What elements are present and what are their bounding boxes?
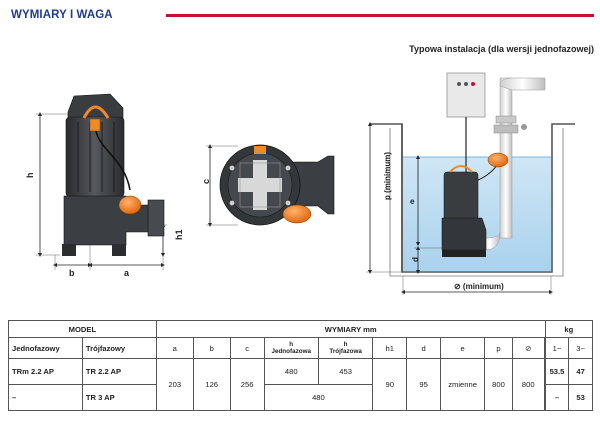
- row2-three-model: TR 3 AP: [81, 384, 157, 411]
- value-h1: 90: [372, 358, 408, 411]
- value-c: 256: [229, 358, 265, 411]
- pump-top-view: c: [201, 144, 335, 227]
- dim-b-label: b: [69, 268, 75, 278]
- dim-h-label: h: [25, 173, 35, 179]
- col-three-phase: Trójfazowy: [81, 337, 157, 359]
- header-bar: WYMIARY I WAGA: [0, 0, 600, 30]
- value-e: zmienne: [440, 358, 486, 411]
- col-h1: h1: [372, 337, 408, 359]
- row2-single-model: –: [8, 384, 83, 411]
- col-e: e: [440, 337, 486, 359]
- col-d: d: [406, 337, 442, 359]
- row2-weight-1: –: [544, 384, 570, 411]
- col-single-phase: Jednofazowy: [8, 337, 83, 359]
- header-accent-line: [166, 14, 594, 17]
- dim-d-label: d: [411, 257, 420, 262]
- group-dimensions-header: WYMIARY mm: [155, 320, 546, 338]
- group-weight-header: kg: [544, 320, 594, 338]
- col-a: a: [155, 337, 194, 359]
- pump-side-view: h h1 b a: [25, 93, 184, 278]
- col-p: p: [484, 337, 513, 359]
- table-row: – TR 3 AP 480 – 53: [8, 384, 593, 411]
- col-h-single: h Jednofazowa: [263, 337, 319, 359]
- col-h-three: h Trójfazowa: [317, 337, 374, 359]
- group-model-header: MODEL: [8, 320, 157, 338]
- value-b: 126: [192, 358, 231, 411]
- dim-e-label: e: [410, 197, 415, 206]
- dim-a-label: a: [124, 268, 130, 278]
- table-row: TRm 2.2 AP TR 2.2 AP 203 126 256 480 453…: [8, 358, 593, 411]
- row2-weight-3: 53: [568, 384, 593, 411]
- page-title: WYMIARY I WAGA: [11, 9, 113, 21]
- row1-weight-3: 47: [568, 358, 593, 385]
- specifications-table: MODEL WYMIARY mm kg Jednofazowy Trójfazo…: [8, 320, 594, 411]
- dim-p-label: p (minimum): [383, 152, 392, 200]
- dim-h1-label: h1: [174, 229, 184, 240]
- dim-width-min-label: ⊘ (minimum): [454, 282, 504, 291]
- installation-diagram: p (minimum) e d ⊘ (minimum): [366, 72, 575, 295]
- dim-c-label: c: [201, 179, 211, 184]
- col-weight-3: 3~: [568, 337, 593, 359]
- row1-h-single: 480: [263, 358, 319, 385]
- row1-three-model: TR 2.2 AP: [81, 358, 157, 385]
- col-b: b: [192, 337, 231, 359]
- value-slash: 800: [511, 358, 545, 411]
- technical-drawings: h h1 b a: [25, 72, 575, 295]
- installation-title: Typowa instalacja (dla wersji jednofazow…: [409, 44, 594, 54]
- col-c: c: [229, 337, 265, 359]
- row1-weight-1: 53.5: [544, 358, 570, 385]
- col-weight-1: 1~: [544, 337, 570, 359]
- row1-h-three: 453: [317, 358, 374, 385]
- row2-h-merged: 480: [263, 384, 374, 411]
- value-p: 800: [484, 358, 513, 411]
- value-a: 203: [155, 358, 194, 411]
- value-d: 95: [406, 358, 442, 411]
- row1-single-model: TRm 2.2 AP: [8, 358, 83, 385]
- col-slash: ⊘: [511, 337, 545, 359]
